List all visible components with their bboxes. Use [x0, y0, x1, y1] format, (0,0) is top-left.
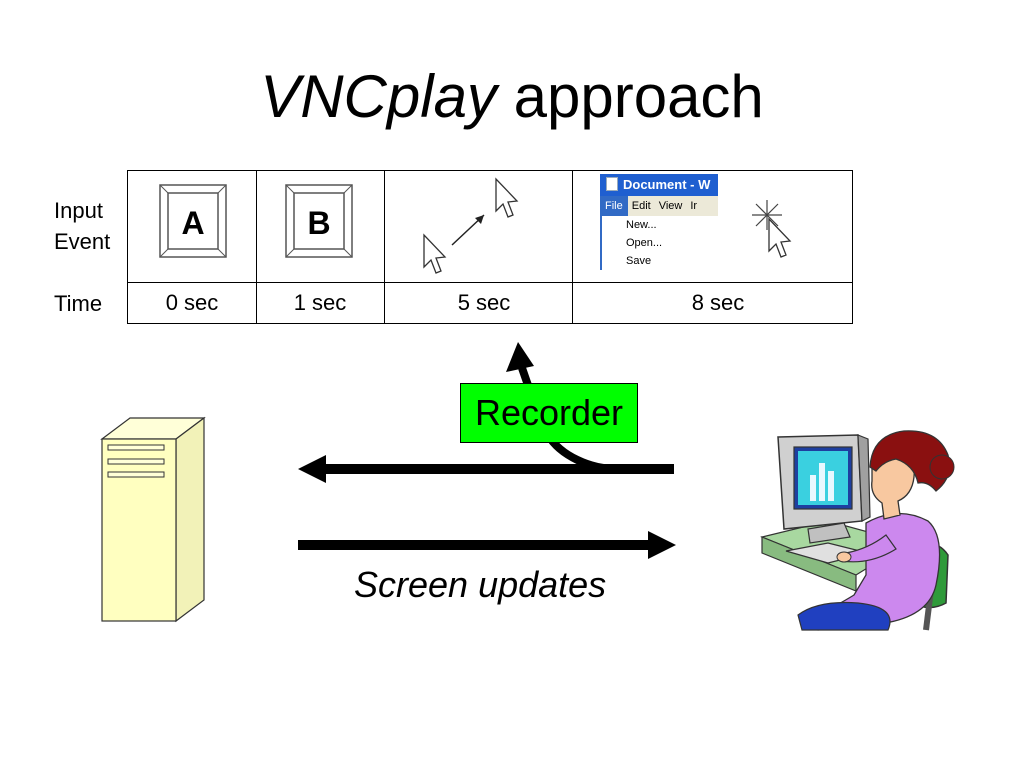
time-cell-1: 1 sec: [293, 290, 347, 315]
slide-title: VNCplay approach: [0, 62, 1024, 132]
menu-insert: Ir: [690, 200, 698, 212]
key-a-label: A: [181, 205, 204, 241]
input-event-label: Input Event: [54, 198, 111, 254]
cursor-icon: [768, 217, 792, 258]
mouse-move-icon: [423, 177, 519, 274]
time-cell-3: 8 sec: [691, 290, 745, 315]
document-icon: [606, 177, 618, 191]
menu-item-new: New...: [626, 219, 657, 231]
time-cell-0: 0 sec: [165, 290, 219, 315]
menu-item-save: Save: [626, 255, 652, 267]
key-b-label: B: [307, 205, 330, 241]
title-rest: approach: [496, 63, 764, 130]
server-icon: [100, 416, 206, 623]
menu-item-open: Open...: [626, 237, 663, 249]
mouse-click-icon: [752, 200, 792, 258]
menu-view: View: [658, 200, 683, 212]
title-emphasis: VNCplay: [260, 63, 497, 130]
recorder-box: Recorder: [460, 383, 638, 443]
window-title-bar: Document - W: [600, 174, 718, 196]
cursor-end-icon: [495, 177, 519, 218]
time-label: Time: [54, 291, 103, 316]
window-title: Document - W: [623, 177, 711, 192]
key-b-icon: B: [285, 184, 353, 258]
file-menu-dropdown: New... Open... Save: [600, 216, 718, 270]
cursor-start-icon: [423, 233, 447, 274]
key-a-icon: A: [159, 184, 227, 258]
menu-edit: Edit: [631, 200, 651, 212]
menu-file: File: [600, 196, 628, 216]
screen-updates-label: Screen updates: [354, 564, 607, 605]
user-at-computer-icon: [760, 430, 955, 631]
time-cell-2: 5 sec: [457, 290, 511, 315]
